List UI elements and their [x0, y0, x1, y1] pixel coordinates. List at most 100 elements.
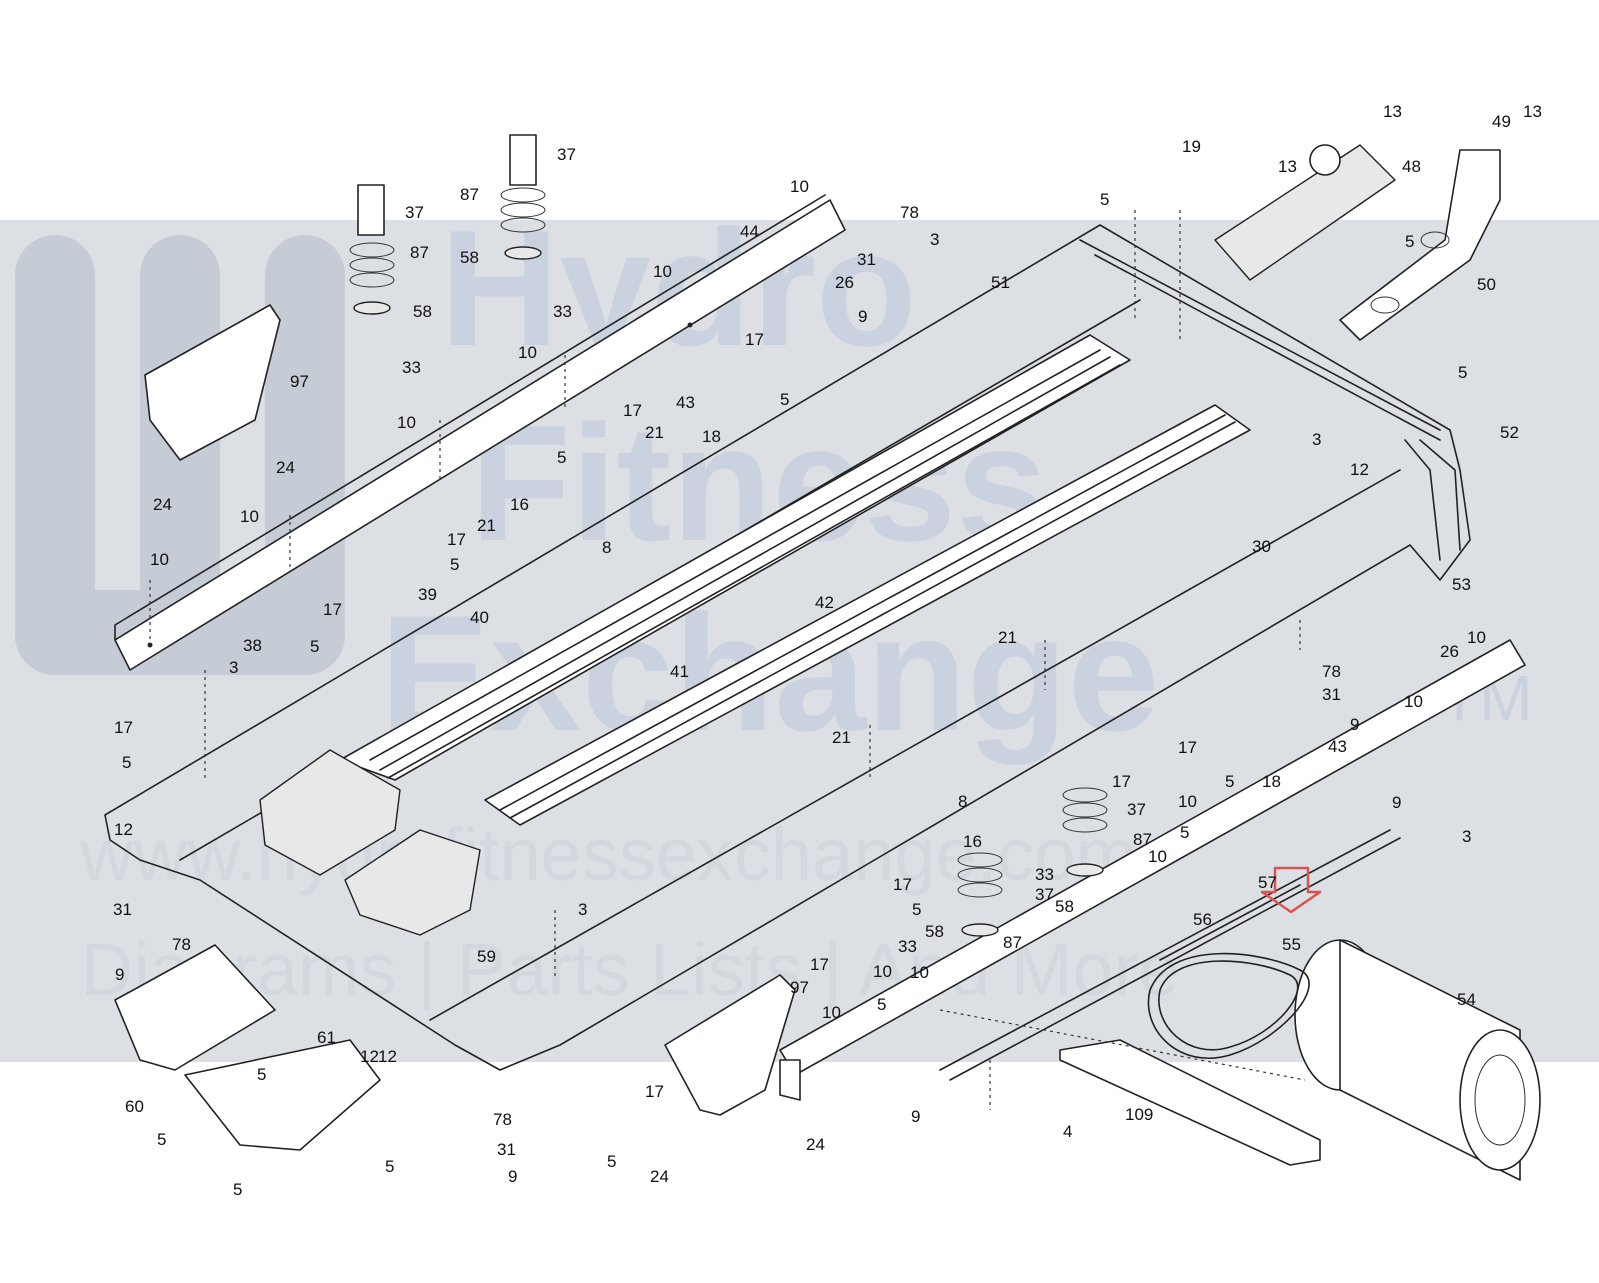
- callout-18: 18: [1262, 772, 1281, 791]
- callout-26: 26: [835, 273, 854, 292]
- callout-12: 12: [360, 1047, 379, 1066]
- callout-17: 17: [645, 1082, 664, 1101]
- callout-39: 39: [418, 585, 437, 604]
- callout-5: 5: [233, 1180, 242, 1199]
- callout-53: 53: [1452, 575, 1471, 594]
- callout-9: 9: [911, 1107, 920, 1126]
- callout-57: 57: [1258, 873, 1277, 892]
- belt-55: [1147, 952, 1310, 1060]
- callout-10: 10: [397, 413, 416, 432]
- callout-58: 58: [1055, 897, 1074, 916]
- callout-37: 37: [557, 145, 576, 164]
- callout-5: 5: [310, 637, 319, 656]
- callout-43: 43: [676, 393, 695, 412]
- callout-5: 5: [450, 555, 459, 574]
- motor-54: [1294, 939, 1541, 1181]
- callout-58: 58: [460, 248, 479, 267]
- callout-10: 10: [518, 343, 537, 362]
- callout-55: 55: [1282, 935, 1301, 954]
- callout-8: 8: [958, 792, 967, 811]
- callout-17: 17: [623, 401, 642, 420]
- callout-5: 5: [912, 900, 921, 919]
- callout-17: 17: [893, 875, 912, 894]
- callout-97: 97: [290, 372, 309, 391]
- callout-4: 4: [1063, 1122, 1072, 1141]
- callout-10: 10: [790, 177, 809, 196]
- callout-78: 78: [493, 1110, 512, 1129]
- callout-33: 33: [898, 937, 917, 956]
- callout-56: 56: [1193, 910, 1212, 929]
- callout-3: 3: [930, 230, 939, 249]
- callout-17: 17: [745, 330, 764, 349]
- callout-5: 5: [257, 1065, 266, 1084]
- callout-109: 109: [1125, 1105, 1153, 1124]
- callout-58: 58: [413, 302, 432, 321]
- callout-5: 5: [1180, 823, 1189, 842]
- callout-12: 12: [378, 1047, 397, 1066]
- callout-33: 33: [402, 358, 421, 377]
- callout-16: 16: [963, 832, 982, 851]
- callout-5: 5: [1458, 363, 1467, 382]
- callout-33: 33: [1035, 865, 1054, 884]
- callout-10: 10: [150, 550, 169, 569]
- callout-3: 3: [578, 900, 587, 919]
- callout-21: 21: [645, 423, 664, 442]
- callout-48: 48: [1402, 157, 1421, 176]
- callout-16: 16: [510, 495, 529, 514]
- callout-18: 18: [702, 427, 721, 446]
- callout-19: 19: [1182, 137, 1201, 156]
- callout-58: 58: [925, 922, 944, 941]
- callout-87: 87: [460, 185, 479, 204]
- leader-dashes: [149, 210, 1306, 1110]
- callout-10: 10: [910, 963, 929, 982]
- callout-31: 31: [497, 1140, 516, 1159]
- callout-24: 24: [153, 495, 172, 514]
- callout-59: 59: [477, 947, 496, 966]
- callout-9: 9: [115, 965, 124, 984]
- callout-26: 26: [1440, 642, 1459, 661]
- callout-12: 12: [1350, 460, 1369, 479]
- callout-78: 78: [172, 935, 191, 954]
- control-board: [1214, 144, 1396, 281]
- callout-3: 3: [1312, 430, 1321, 449]
- callout-5: 5: [877, 995, 886, 1014]
- callout-10: 10: [873, 962, 892, 981]
- callout-3: 3: [229, 658, 238, 677]
- end-caps: [259, 749, 481, 936]
- callout-43: 43: [1328, 737, 1347, 756]
- callout-13: 13: [1383, 102, 1402, 121]
- callouts: 37 37 87 87 58 58 33 33 97 24 24 10 44 1…: [113, 102, 1542, 1199]
- callout-52: 52: [1500, 423, 1519, 442]
- callout-21: 21: [477, 516, 496, 535]
- callout-5: 5: [607, 1152, 616, 1171]
- callout-87: 87: [1133, 830, 1152, 849]
- callout-24: 24: [806, 1135, 825, 1154]
- callout-31: 31: [857, 250, 876, 269]
- callout-17: 17: [323, 600, 342, 619]
- callout-10: 10: [240, 507, 259, 526]
- callout-21: 21: [832, 728, 851, 747]
- callout-87: 87: [410, 243, 429, 262]
- callout-10: 10: [822, 1003, 841, 1022]
- callout-51: 51: [991, 273, 1010, 292]
- callout-78: 78: [900, 203, 919, 222]
- callout-9: 9: [858, 307, 867, 326]
- callout-61: 61: [317, 1028, 336, 1047]
- callout-5: 5: [557, 448, 566, 467]
- callout-44: 44: [740, 222, 759, 241]
- callout-97: 97: [790, 978, 809, 997]
- walking-deck: [339, 334, 1251, 826]
- callout-60: 60: [125, 1097, 144, 1116]
- side-rail: [114, 194, 846, 671]
- callout-5: 5: [1405, 232, 1414, 251]
- callout-54: 54: [1457, 990, 1476, 1009]
- callout-5: 5: [157, 1130, 166, 1149]
- springs: [349, 134, 1108, 937]
- callout-50: 50: [1477, 275, 1496, 294]
- callout-5: 5: [1100, 190, 1109, 209]
- callout-78: 78: [1322, 662, 1341, 681]
- callout-10: 10: [1148, 847, 1167, 866]
